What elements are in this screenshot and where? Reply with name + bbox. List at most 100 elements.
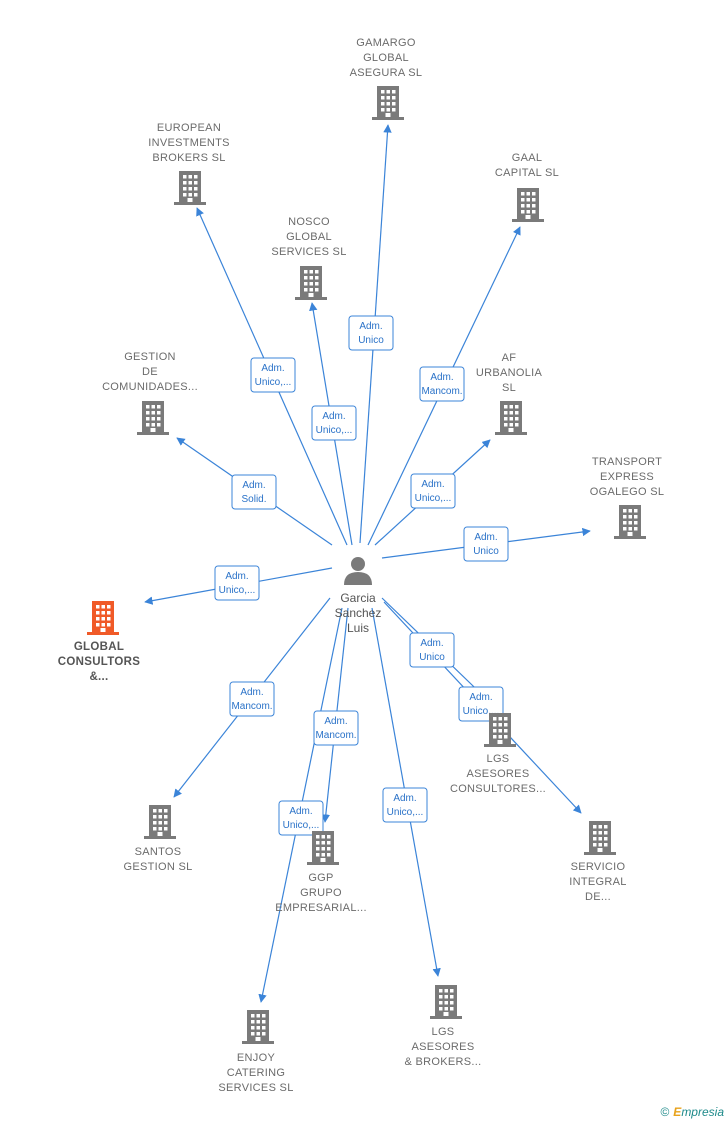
edge-role-box (229, 681, 275, 717)
building-icon (174, 171, 206, 205)
edge-role-text: Unico (419, 652, 445, 663)
edge-role-label-santos[interactable]: Adm.Mancom. (229, 681, 275, 717)
edge-role-label-lgs_consultores[interactable]: Adm. Unico (409, 632, 455, 668)
company-name-line: DE... (585, 891, 611, 903)
edge-role-text: Adm. (261, 363, 284, 374)
company-name-line: ENJOY (237, 1052, 276, 1064)
edge-role-box (214, 565, 260, 601)
edge-role-label-servicio[interactable]: Adm.Unico,... (458, 686, 504, 722)
edge-role-text: Adm. (421, 479, 444, 490)
edge-role-box (311, 405, 357, 441)
edge-role-box (382, 787, 428, 823)
company-node-lgs_consultores[interactable]: LGSASESORESCONSULTORES... (450, 713, 546, 795)
company-name-line: GLOBAL (363, 52, 409, 64)
company-name-line: AF (502, 352, 517, 364)
company-name-line: ASESORES (412, 1041, 475, 1053)
company-node-gamargo[interactable]: GAMARGO GLOBAL ASEGURA SL (350, 37, 423, 120)
edge-role-text: Adm. (420, 638, 443, 649)
edge-role-label-ggp[interactable]: Adm.Mancom. (313, 710, 359, 746)
copyright-icon: © (660, 1105, 670, 1119)
brand-logo-initial: E (673, 1105, 682, 1119)
edge-role-label-gamargo[interactable]: Adm.Unico (348, 315, 394, 351)
edge-role-label-european[interactable]: Adm.Unico,... (250, 357, 296, 393)
company-name-line: GESTION SL (123, 861, 192, 873)
company-node-servicio[interactable]: SERVICIOINTEGRALDE... (569, 821, 626, 903)
edge-role-label-gestion[interactable]: Adm. Solid. (231, 474, 277, 510)
edge-role-label-transport[interactable]: Adm.Unico (463, 526, 509, 562)
edge-role-text: Adm. (430, 372, 453, 383)
edge-role-text: Unico,... (463, 706, 500, 717)
company-name-line: CATERING (227, 1067, 285, 1079)
edge-role-box (250, 357, 296, 393)
edge-role-text: Solid. (241, 494, 266, 505)
company-name-line: SERVICIO (571, 861, 626, 873)
brand-footer: ©Empresia (660, 1105, 724, 1119)
edge-role-text: Adm. (474, 532, 497, 543)
edge-labels-layer: Adm.UnicoAdm.Unico,...Adm.Mancom.Adm.Uni… (214, 315, 509, 836)
company-name-line: LGS (432, 1026, 455, 1038)
edges-layer (144, 124, 591, 1003)
company-name-line: EMPRESARIAL... (275, 902, 367, 914)
edge-role-text: Unico,... (283, 820, 320, 831)
edge-role-text: Adm. (289, 806, 312, 817)
building-icon (372, 86, 404, 120)
company-name-line: NOSCO (288, 216, 330, 228)
company-name-line: ASESORES (467, 768, 530, 780)
edge-role-label-nosco[interactable]: Adm.Unico,... (311, 405, 357, 441)
edge-role-label-lgs_brokers[interactable]: Adm.Unico,... (382, 787, 428, 823)
company-name-line: ASEGURA SL (350, 67, 423, 79)
person-name-line: Luis (347, 621, 369, 635)
building-icon (614, 505, 646, 539)
edge-role-text: Adm. (225, 571, 248, 582)
building-icon (584, 821, 616, 855)
edge-role-box (278, 800, 324, 836)
edge-role-text: Adm. (359, 321, 382, 332)
edge-role-label-global[interactable]: Adm. Unico,... (214, 565, 260, 601)
company-node-gestion[interactable]: GESTIONDECOMUNIDADES... (102, 351, 198, 435)
company-name-line: SERVICES SL (271, 246, 346, 258)
edge-role-text: Mancom. (315, 730, 356, 741)
edge-role-text: Mancom. (231, 701, 272, 712)
company-name-line: OGALEGO SL (590, 486, 665, 498)
company-name-line: CONSULTORES... (450, 783, 546, 795)
company-node-global[interactable]: GLOBALCONSULTORS&... (58, 601, 140, 683)
edge-role-box (419, 366, 465, 402)
company-name-line: SL (502, 382, 516, 394)
edge-role-text: Unico,... (316, 425, 353, 436)
edge-role-text: Adm. (242, 480, 265, 491)
company-node-gaal[interactable]: GAAL CAPITAL SL (495, 152, 559, 222)
company-name-line: EXPRESS (600, 471, 654, 483)
edge-role-label-gaal[interactable]: Adm.Mancom. (419, 366, 465, 402)
nodes-layer: GAMARGO GLOBAL ASEGURA SL EUROPEANINVESTMEN… (58, 37, 664, 1094)
building-icon (242, 1010, 274, 1044)
company-name-line: GAAL (512, 152, 543, 164)
company-node-nosco[interactable]: NOSCO GLOBAL SERVICES SL (271, 216, 346, 300)
company-name-line: &... (89, 671, 108, 683)
edge-role-label-enjoy[interactable]: Adm. Unico,... (278, 800, 324, 836)
company-name-line: GAMARGO (356, 37, 416, 49)
edge-role-box (458, 686, 504, 722)
edge-role-label-af[interactable]: Adm.Unico,... (410, 473, 456, 509)
edge-role-text: Unico,... (387, 807, 424, 818)
company-name-line: CAPITAL SL (495, 167, 559, 179)
edge-role-text: Unico,... (219, 585, 256, 596)
company-name-line: GRUPO (300, 887, 342, 899)
company-name-line: URBANOLIA (476, 367, 543, 379)
highlighted-building-icon (87, 601, 119, 635)
building-icon (144, 805, 176, 839)
company-name-line: INVESTMENTS (148, 137, 230, 149)
edge-role-box (348, 315, 394, 351)
company-node-af[interactable]: AF URBANOLIA SL (476, 352, 543, 435)
edge-role-box (231, 474, 277, 510)
person-name-line: Garcia (340, 591, 376, 605)
company-name-line: & BROKERS... (405, 1056, 482, 1068)
company-node-ggp[interactable]: GGPGRUPOEMPRESARIAL... (275, 831, 367, 914)
company-node-lgs_brokers[interactable]: LGS ASESORES & BROKERS... (405, 985, 482, 1068)
company-name-line: GLOBAL (286, 231, 332, 243)
